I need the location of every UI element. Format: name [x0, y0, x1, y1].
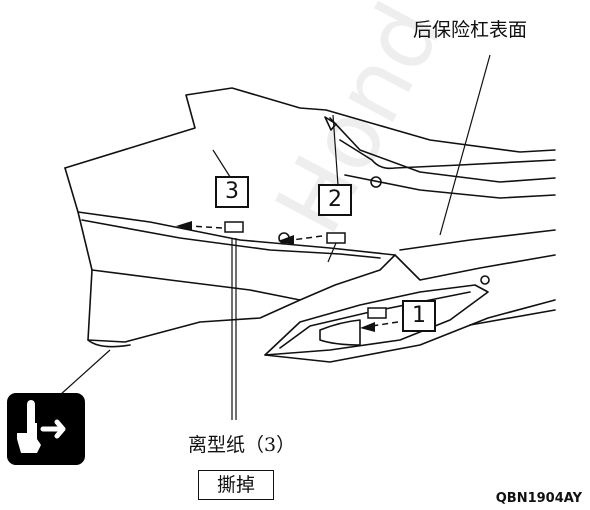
bumper-surface-label: 后保险杠表面 — [413, 19, 528, 41]
release-tab-3 — [224, 221, 244, 233]
pull-arrow-1 — [371, 321, 399, 327]
step-1-box: 1 — [402, 300, 436, 332]
bumper-lower-body — [64, 167, 556, 281]
pull-arrow-3 — [189, 225, 223, 229]
peel-off-instruction: 撕掉 — [198, 470, 274, 500]
leader-spoiler — [59, 349, 111, 396]
release-paper-label: 离型纸（3） — [188, 434, 296, 456]
step-2-box: 2 — [318, 184, 352, 216]
release-tab-2 — [326, 232, 346, 244]
leader-step-2 — [332, 114, 339, 186]
step-3-box: 3 — [215, 176, 249, 208]
arrow-left-icon — [176, 221, 192, 231]
pull-arrow-2 — [291, 235, 323, 241]
reflector-recess — [264, 284, 489, 356]
figure-code: QBN1904AY — [495, 491, 582, 506]
bumper-top-edge — [329, 117, 556, 183]
hand-peel-icon — [7, 393, 85, 465]
leader-step-3 — [212, 149, 233, 181]
bumper-upper-body — [64, 87, 556, 169]
rear-spoiler — [77, 211, 396, 343]
release-tab-1 — [367, 307, 387, 319]
leader-bumper-surface — [439, 54, 491, 236]
bumper-bolt — [370, 176, 382, 188]
